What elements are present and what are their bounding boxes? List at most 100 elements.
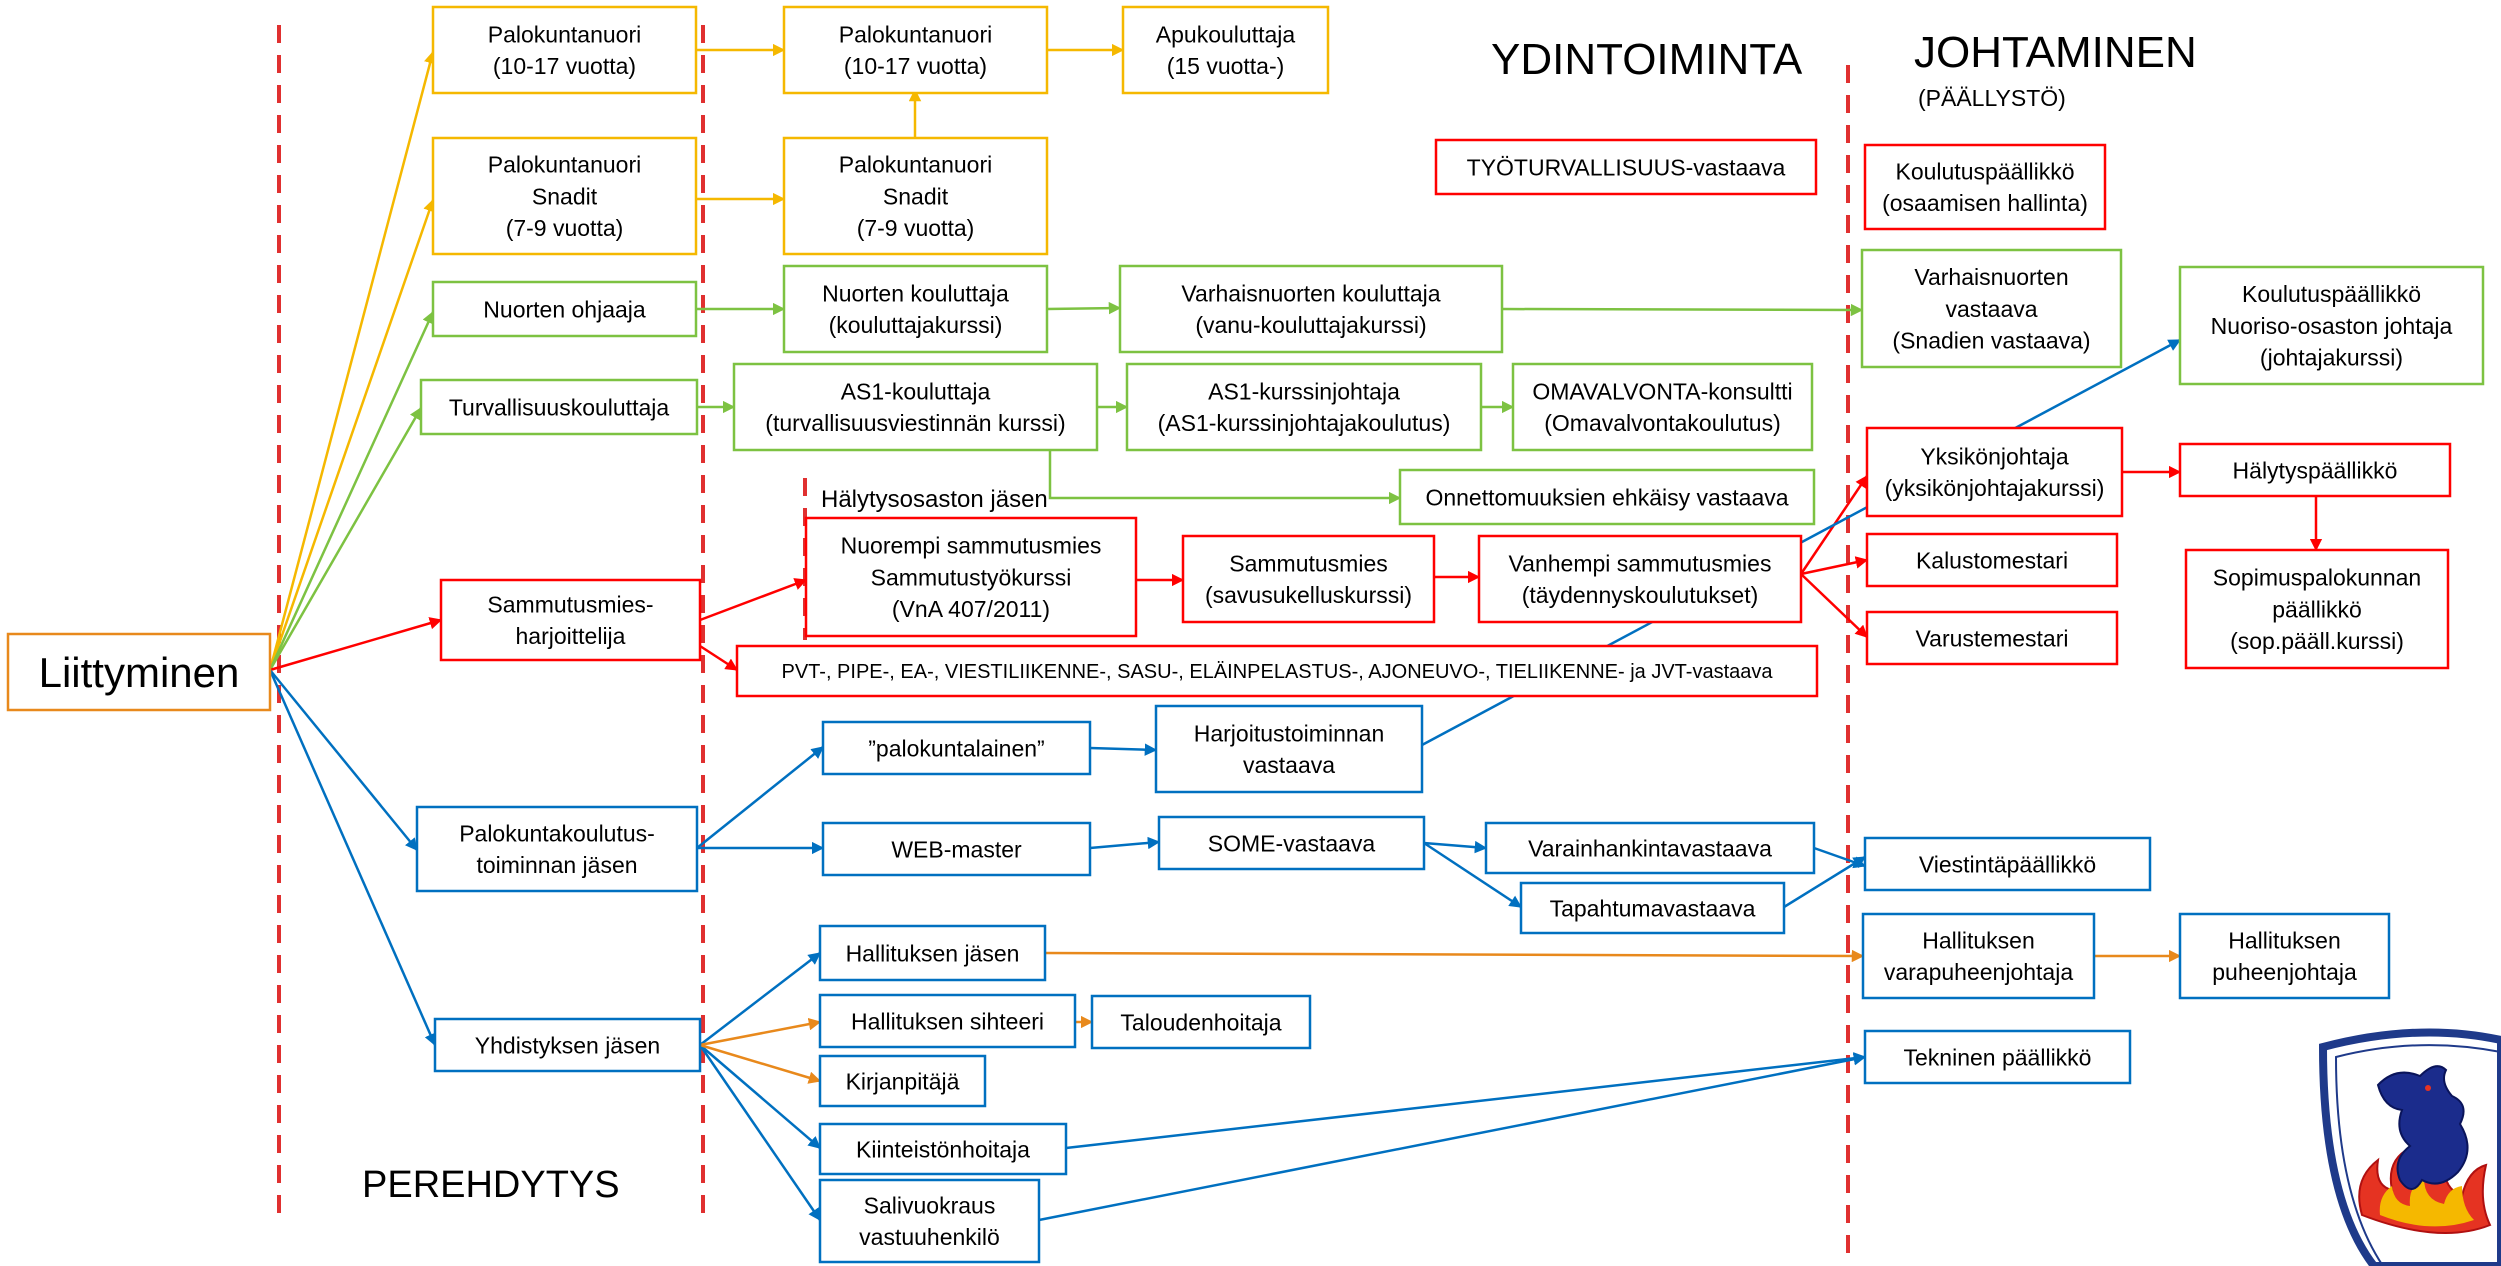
griffin-icon [2376,1065,2469,1190]
box-label: Snadit [532,183,598,209]
box-label: Tekninen päällikkö [1904,1044,2092,1070]
box-salivuokraus: Salivuokraus vastuuhenkilö [818,1178,1041,1264]
box-label: toiminnan jäsen [476,852,637,878]
box-border [1477,534,1803,624]
box-yksikonjohtaja: Yksikönjohtaja(yksikönjohtajakurssi) [1865,426,2124,518]
box-border [1863,836,2152,892]
box-pk-nuori-2: Palokuntanuori (10-17 vuotta) [782,5,1049,95]
box-label: Nuorempi sammutusmies [841,533,1102,559]
box-web-master: WEB-master [821,821,1092,877]
box-label: Koulutuspäällikkö [2242,281,2421,307]
box-border [782,264,1049,354]
box-border [782,5,1049,95]
box-label: Apukouluttaja [1156,21,1296,47]
box-border [821,821,1092,877]
box-border [804,516,1138,638]
box-as1-kurssinjohtaja: AS1-kurssinjohtaja(AS1-kurssinjohtajakou… [1125,362,1483,452]
griffin-eye-icon [2425,1085,2431,1091]
box-label: Varhaisnuorten [1914,264,2068,290]
box-label: Palokuntanuori [488,152,641,178]
box-label: Palokuntanuori [488,21,641,47]
box-yhdistyksen-jasen: Yhdistyksen jäsen [433,1017,702,1073]
box-tapahtuma: Tapahtumavastaava [1519,881,1786,935]
box-border [6,632,272,712]
box-label: SOME-vastaava [1208,830,1376,856]
box-pk-koulutus-jasen: Palokuntakoulutus-toiminnan jäsen [415,805,699,893]
box-label: vastuuhenkilö [859,1224,1000,1250]
box-border [1181,534,1436,624]
box-border [1398,468,1816,526]
box-border [818,1054,987,1108]
box-border [1860,248,2123,369]
box-label: Salivuokraus [864,1192,996,1218]
box-label: Sammutustyökurssi [871,564,1072,590]
box-border [2178,912,2391,1000]
box-label: vastaava [1945,296,2037,322]
box-border [2178,442,2452,498]
box-apukouluttaja: Apukouluttaja (15 vuotta-) [1121,5,1330,95]
box-label: Kiinteistönhoitaja [856,1136,1030,1162]
box-border [1090,994,1312,1050]
box-kalustomestari: Kalustomestari [1865,532,2119,588]
box-border [818,924,1047,982]
box-label: Viestintäpäällikkö [1919,851,2096,877]
box-label: Turvallisuuskouluttaja [449,394,670,420]
box-varainhankinta: Varainhankintavastaava [1484,821,1816,875]
box-border [1865,532,2119,588]
box-label: Hallituksen sihteeri [851,1008,1044,1034]
box-label: (7-9 vuotta) [506,215,624,241]
box-border [1863,1029,2132,1085]
box-border [431,280,698,338]
box-border [818,993,1077,1049]
box-hallituksen-sihteeri: Hallituksen sihteeri [818,993,1077,1049]
box-label: AS1-kouluttaja [841,378,991,404]
box-label: puheenjohtaja [2212,959,2357,985]
box-border [735,644,1819,698]
box-label: (sop.pääll.kurssi) [2230,628,2404,654]
heading-paallysto: (PÄÄLLYSTÖ) [1918,85,2066,111]
box-border [1484,821,1816,875]
box-label: (kouluttajakurssi) [829,312,1003,338]
box-label: harjoittelija [516,623,626,649]
fire-brigade-crest-logo [2318,1028,2501,1266]
box-border [415,805,699,893]
heading-ydintoiminta: YDINTOIMINTA [1491,35,1803,84]
box-label: (Omavalvontakoulutus) [1544,410,1781,436]
box-border [1154,704,1424,794]
box-tyoturvallisuus: TYÖTURVALLISUUS-vastaava [1434,138,1818,196]
box-label: Varainhankintavastaava [1528,835,1772,861]
box-label: (10-17 vuotta) [844,53,987,79]
box-turvallisuuskouluttaja: Turvallisuuskouluttaja [419,378,699,436]
box-palokuntalainen: ”palokuntalainen” [821,720,1092,776]
box-border [1865,610,2119,666]
box-label: Hallituksen [2228,927,2341,953]
box-omavalvonta: OMAVALVONTA-konsultti(Omavalvontakoulutu… [1511,362,1814,452]
box-label: Nuorten ohjaaja [483,296,646,322]
box-label: Nuorten kouluttaja [822,280,1009,306]
box-border [1125,362,1483,452]
box-label: Hälytyspäällikkö [2233,457,2398,483]
box-label: Sopimuspalokunnan [2213,565,2421,591]
box-label: (15 vuotta-) [1167,53,1285,79]
box-label: Palokuntanuori [839,21,992,47]
box-liittyminen: Liittyminen [6,632,272,712]
heading-perehdytys: PEREHDYTYS [362,1164,620,1206]
box-label: (vanu-kouluttajakurssi) [1195,312,1426,338]
box-label: varapuheenjohtaja [1884,959,2073,985]
box-label: WEB-master [891,836,1022,862]
box-as1-kouluttaja: AS1-kouluttaja(turvallisuusviestinnän ku… [732,362,1099,452]
box-border [2184,548,2450,670]
box-border [818,1178,1041,1264]
box-label: Koulutuspäällikkö [1895,158,2074,184]
box-label: Hallituksen [1922,927,2035,953]
box-label: (savusukelluskurssi) [1205,582,1412,608]
box-border [1157,815,1426,871]
box-label: Varhaisnuorten kouluttaja [1181,280,1440,306]
box-label: (10-17 vuotta) [493,53,636,79]
box-border [1434,138,1818,196]
box-koulutuspaallikko: Koulutuspäällikkö(osaamisen hallinta) [1863,143,2107,231]
box-label: (yksikönjohtajakurssi) [1885,475,2105,501]
